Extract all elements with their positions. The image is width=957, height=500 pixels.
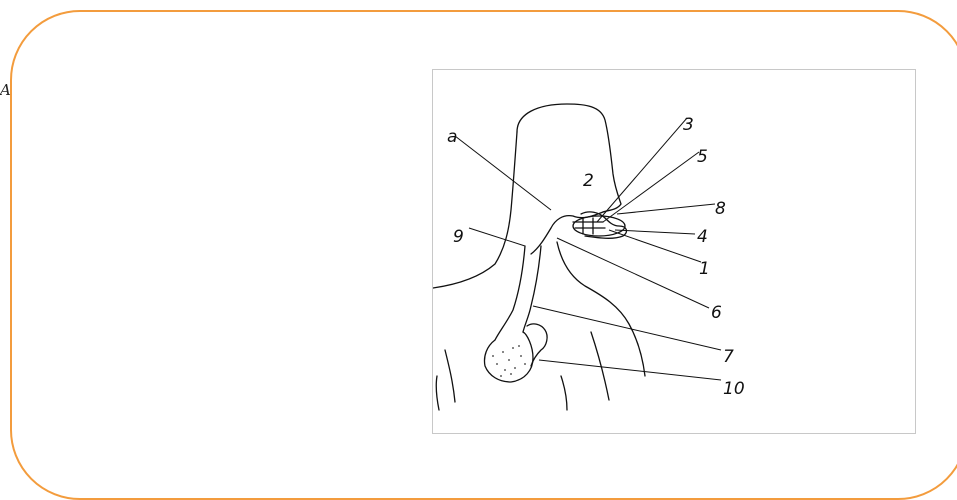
- corner-mark: A: [0, 81, 11, 99]
- label-a: a: [447, 127, 457, 147]
- label-8: 8: [715, 199, 726, 219]
- duodenum-outline: [527, 324, 547, 366]
- torso-left-outline: [436, 350, 455, 410]
- torso-right-outline: [561, 332, 609, 410]
- label-10: 10: [723, 379, 745, 399]
- label-3: 3: [683, 115, 694, 135]
- anatomy-drawing: a 2 3 5 8 4 9 1 6 7 10: [433, 70, 917, 435]
- label-2: 2: [583, 171, 594, 191]
- stomach-outline: [484, 332, 533, 382]
- label-9: 9: [453, 227, 464, 247]
- esophagus-left-wall: [495, 246, 525, 340]
- label-4: 4: [697, 227, 708, 247]
- neck-left-outline: [433, 132, 517, 288]
- throat-outline: [557, 242, 645, 376]
- label-7: 7: [723, 347, 734, 367]
- jaw-outline: [531, 212, 603, 254]
- stomach-stipple: [492, 345, 526, 377]
- label-5: 5: [697, 147, 708, 167]
- label-6: 6: [711, 303, 722, 323]
- esophagus-right-wall: [523, 246, 541, 332]
- label-1: 1: [699, 259, 710, 279]
- anatomy-diagram: a 2 3 5 8 4 9 1 6 7 10: [432, 69, 916, 434]
